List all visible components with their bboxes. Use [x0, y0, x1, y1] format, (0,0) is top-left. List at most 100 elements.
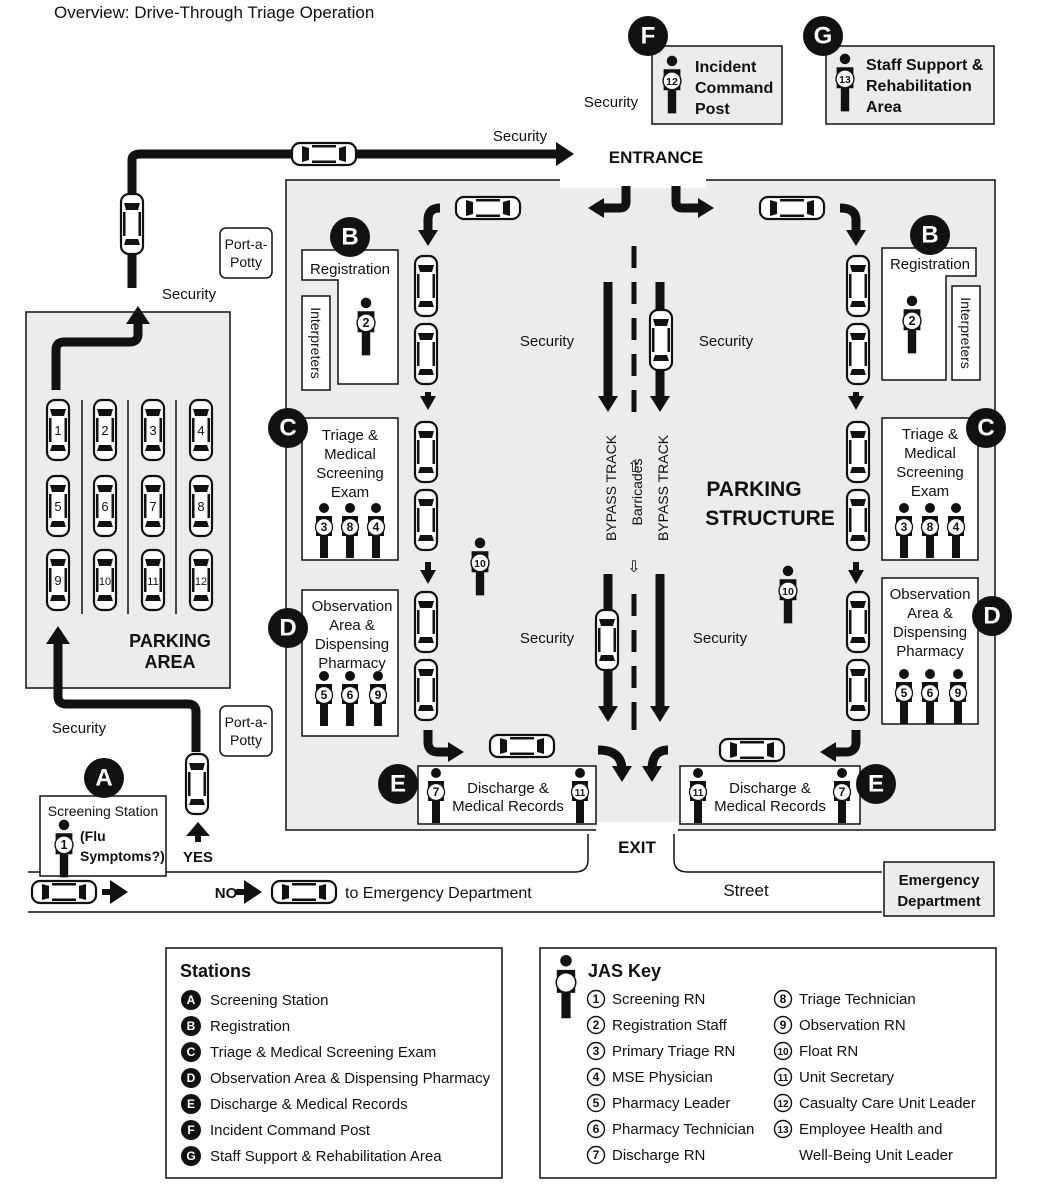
car-icon [413, 488, 439, 552]
parking-spot-number: 1 [54, 423, 61, 438]
staff-person-icon: 9 [948, 668, 968, 725]
bypass-track-left: BYPASS TRACK [603, 434, 619, 541]
number-circle-text: 9 [780, 1018, 787, 1032]
staff-number: 3 [321, 520, 328, 534]
staff-person-icon: 6 [920, 668, 940, 725]
number-circle-text: 7 [593, 1148, 600, 1162]
ed-label-1: Emergency [899, 872, 981, 889]
entrance-gap [560, 172, 706, 188]
station-c-left-l4: Exam [331, 484, 369, 501]
interpreters-right-box [951, 285, 981, 381]
station-badge-letter: D [983, 603, 1000, 630]
port-a-potty-1 [219, 227, 273, 279]
parking-spot-number: 3 [149, 423, 156, 438]
staff-person-icon: 9 [368, 670, 388, 727]
station-a-l2: (Flu [80, 828, 106, 844]
staff-number: 7 [433, 785, 440, 799]
station-badge-f: F [181, 1120, 201, 1140]
station-c-left-l2: Medical [324, 446, 376, 463]
station-e-left-l2: Medical Records [452, 798, 564, 815]
parking-spot-number: 5 [54, 499, 61, 514]
station-e-right-l2: Medical Records [714, 798, 826, 815]
staff-person-icon: 13 [835, 52, 855, 113]
car-icon [845, 658, 871, 722]
page-title: Overview: Drive-Through Triage Operation [54, 3, 374, 22]
security-label: Security [520, 630, 575, 647]
staff-number: 2 [362, 316, 369, 330]
staff-number: 4 [953, 520, 960, 534]
station-badge-e: E [856, 764, 896, 804]
staff-person-icon: 10 [470, 536, 490, 597]
emergency-department-box [883, 861, 995, 917]
station-f-l3: Post [695, 101, 730, 118]
interpreters-left-box [301, 295, 331, 391]
port-a-potty-1-l2: Potty [230, 254, 262, 270]
parking-structure-label-2: STRUCTURE [705, 507, 835, 530]
car-icon [845, 420, 871, 484]
station-badge-letter: B [187, 1019, 196, 1033]
staff-number: 10 [782, 586, 794, 598]
car-icon [119, 192, 145, 256]
car-icon [845, 254, 871, 318]
street-label: Street [723, 881, 769, 900]
legend-jas-number: 9 [773, 1015, 793, 1035]
staff-number: 4 [373, 520, 380, 534]
staff-number: 1 [60, 838, 67, 852]
exit-label: EXIT [618, 838, 656, 857]
station-badge-letter: D [279, 615, 296, 642]
arrow-stems [102, 392, 859, 895]
station-g-l3: Area [866, 99, 902, 116]
legend-jas-label: MSE Physician [612, 1069, 713, 1086]
staff-person-icon: 11 [570, 767, 590, 824]
staff-number: 3 [901, 520, 908, 534]
car-icon [594, 608, 620, 672]
ed-label-2: Department [897, 893, 980, 910]
station-a-l3: Symptoms?) [80, 848, 165, 864]
station-badge-d: D [181, 1068, 201, 1088]
station-badge-letter: G [814, 23, 833, 50]
staff-person-icon: 2 [902, 294, 922, 355]
street-edge-left [28, 834, 589, 873]
barricades-label: Barricades [629, 459, 645, 526]
port-a-potty-2-l1: Port-a- [225, 714, 268, 730]
station-badge-e: E [378, 764, 418, 804]
legend-jas-label: Well-Being Unit Leader [799, 1147, 953, 1164]
staff-person-icon: 8 [920, 502, 940, 559]
station-c-right-l2: Medical [904, 445, 956, 462]
station-d-left-l1: Observation [312, 598, 393, 615]
port-a-potty-1-l1: Port-a- [225, 236, 268, 252]
legend-jas-number: 2 [586, 1015, 606, 1035]
legend-jas-number: 7 [586, 1145, 606, 1165]
security-label: Security [693, 630, 748, 647]
station-f-l2: Command [695, 80, 773, 97]
station-d-left-l3: Dispensing [315, 636, 389, 653]
car-icon [184, 752, 210, 816]
security-label: Security [699, 333, 754, 350]
legend-station-label: Observation Area & Dispensing Pharmacy [210, 1070, 491, 1087]
parking-spot-number: 7 [149, 499, 156, 514]
station-badge-d: D [972, 596, 1012, 636]
entrance-label: ENTRANCE [609, 148, 703, 167]
station-badge-c: C [966, 408, 1006, 448]
legend-jas-label: Float RN [799, 1043, 858, 1060]
station-g-l2: Rehabilitation [866, 78, 972, 95]
car-icon [648, 308, 674, 372]
station-f-l1: Incident [695, 59, 757, 76]
legend-jas-number: 5 [586, 1093, 606, 1113]
station-badge-letter: C [279, 415, 296, 442]
station-e-left-box [417, 765, 597, 825]
station-badge-letter: A [95, 765, 112, 792]
security-label: Security [584, 94, 639, 111]
legend-jas-number: 6 [586, 1119, 606, 1139]
number-circle-text: 6 [593, 1122, 600, 1136]
legend-jas-label: Pharmacy Leader [612, 1095, 730, 1112]
staff-number: 12 [666, 76, 678, 88]
staff-person-icon: 6 [340, 670, 360, 727]
station-d-right-l1: Observation [890, 586, 971, 603]
legend-stations-title: Stations [180, 961, 251, 981]
number-circle-text: 11 [778, 1073, 789, 1084]
legend-jas-label: Triage Technician [799, 991, 916, 1008]
staff-number: 11 [693, 788, 704, 799]
interpreters-right-label: Interpreters [958, 297, 974, 369]
legend-jas-number: 11 [773, 1067, 793, 1087]
